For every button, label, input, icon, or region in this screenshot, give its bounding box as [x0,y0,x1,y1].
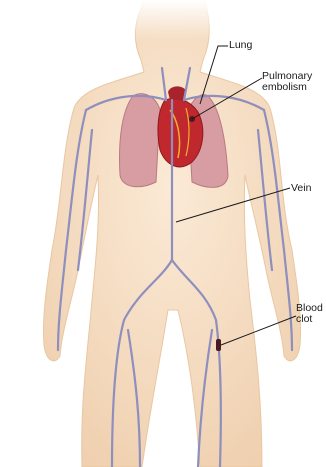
label-pulmonary-embolism: Pulmonary embolism [262,71,312,93]
label-lung-text: Lung [229,40,252,51]
label-blood-clot: Blood clot [296,303,323,325]
label-lung: Lung [229,40,252,51]
label-vein: Vein [291,183,311,194]
label-vein-text: Vein [291,183,311,194]
label-pulmonary-embolism-line2: embolism [262,82,312,93]
blood-clot [216,339,221,351]
label-blood-clot-line2: clot [296,314,323,325]
